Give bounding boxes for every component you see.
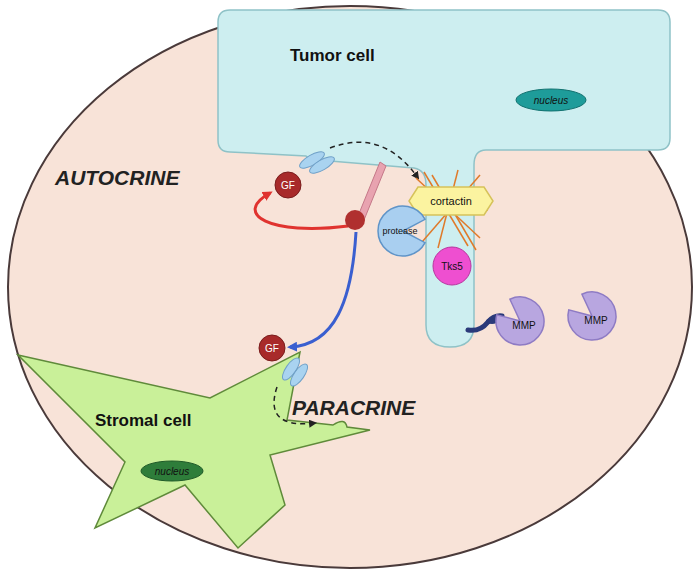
node-label: cortactin <box>430 195 472 207</box>
node-label: MMP <box>512 320 535 331</box>
pathway-label: AUTOCRINE <box>55 166 179 190</box>
tks5-circle: Tks5 <box>432 246 472 286</box>
node-label: GF <box>281 180 295 191</box>
nucleus-ellipse: nucleus <box>140 460 204 482</box>
node-label: MMP <box>584 315 607 326</box>
nucleus-ellipse: nucleus <box>515 88 587 112</box>
cortactin-hexagon: cortactin <box>408 186 494 216</box>
stromal-cell: Stromal cell nucleus <box>15 345 375 565</box>
node-label: Tumor cell <box>290 46 375 66</box>
node-label: nucleus <box>155 466 189 477</box>
stromal-cell-outline <box>15 345 375 565</box>
node-label: protease <box>382 226 417 236</box>
growth-factor: GF <box>258 334 286 362</box>
paracrine-arrow <box>290 232 356 347</box>
autocrine-arrow <box>255 193 348 228</box>
node-label: GF <box>265 343 279 354</box>
mmp-pacman: MMP <box>494 295 546 347</box>
pathway-label: PARACRINE <box>292 396 415 420</box>
mmp-pacman: MMP <box>566 290 618 342</box>
node-label: Stromal cell <box>95 411 191 431</box>
node-label: Tks5 <box>441 261 463 272</box>
tissue-ellipse <box>8 6 692 568</box>
node-label: nucleus <box>534 95 568 106</box>
growth-factor: GF <box>274 171 302 199</box>
protease-pacman: protease <box>376 204 430 258</box>
